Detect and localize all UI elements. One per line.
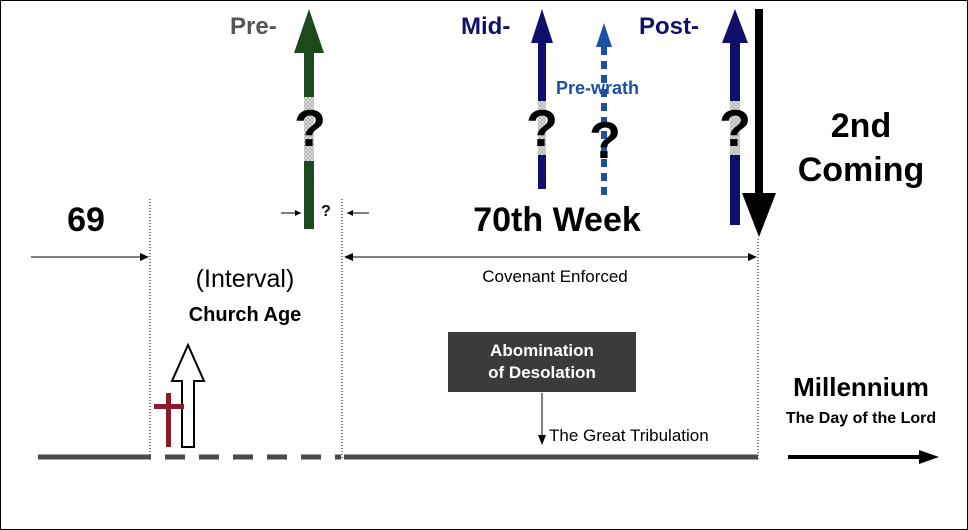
prewrath-question: ? xyxy=(589,112,621,170)
post-label: Post- xyxy=(639,13,699,40)
gap-question: ? xyxy=(321,203,331,220)
sixty-nine-arrow xyxy=(31,253,149,261)
millennium-label: Millennium xyxy=(793,372,929,402)
covenant-arrow xyxy=(344,253,757,261)
sixty-nine-label: 69 xyxy=(67,201,105,239)
post-rapture-arrow xyxy=(722,9,748,225)
pre-label: Pre- xyxy=(230,13,277,40)
tribulation-arrow xyxy=(538,393,546,445)
seventieth-week-label: 70th Week xyxy=(473,201,641,239)
church-age-arrow xyxy=(170,342,206,448)
mid-rapture-arrow xyxy=(531,9,553,189)
covenant-label: Covenant Enforced xyxy=(482,267,628,286)
post-question: ? xyxy=(719,100,751,158)
church-age-label: Church Age xyxy=(188,304,302,326)
prewrath-arrow xyxy=(596,23,612,201)
abomination-line2: of Desolation xyxy=(488,363,596,382)
pre-question: ? xyxy=(294,100,326,158)
abomination-box: Abomination of Desolation xyxy=(448,332,636,392)
second-coming-arrow xyxy=(742,9,776,237)
interval-label: (Interval) xyxy=(195,265,295,293)
pre-rapture-arrow xyxy=(294,9,324,229)
abomination-line1: Abomination xyxy=(490,341,594,360)
mid-label: Mid- xyxy=(461,13,511,40)
day-of-lord-label: The Day of the Lord xyxy=(785,410,937,427)
mid-question: ? xyxy=(526,100,558,158)
second-coming-line2: Coming xyxy=(797,151,925,189)
second-coming-line1: 2nd xyxy=(830,107,892,145)
great-tribulation-label: The Great Tribulation xyxy=(549,426,709,445)
prewrath-label: Pre-wrath xyxy=(556,78,640,98)
divider-lines xyxy=(149,199,759,459)
millennium-arrow xyxy=(788,450,939,464)
cross-icon xyxy=(154,393,184,447)
gap-indicator xyxy=(281,210,369,216)
